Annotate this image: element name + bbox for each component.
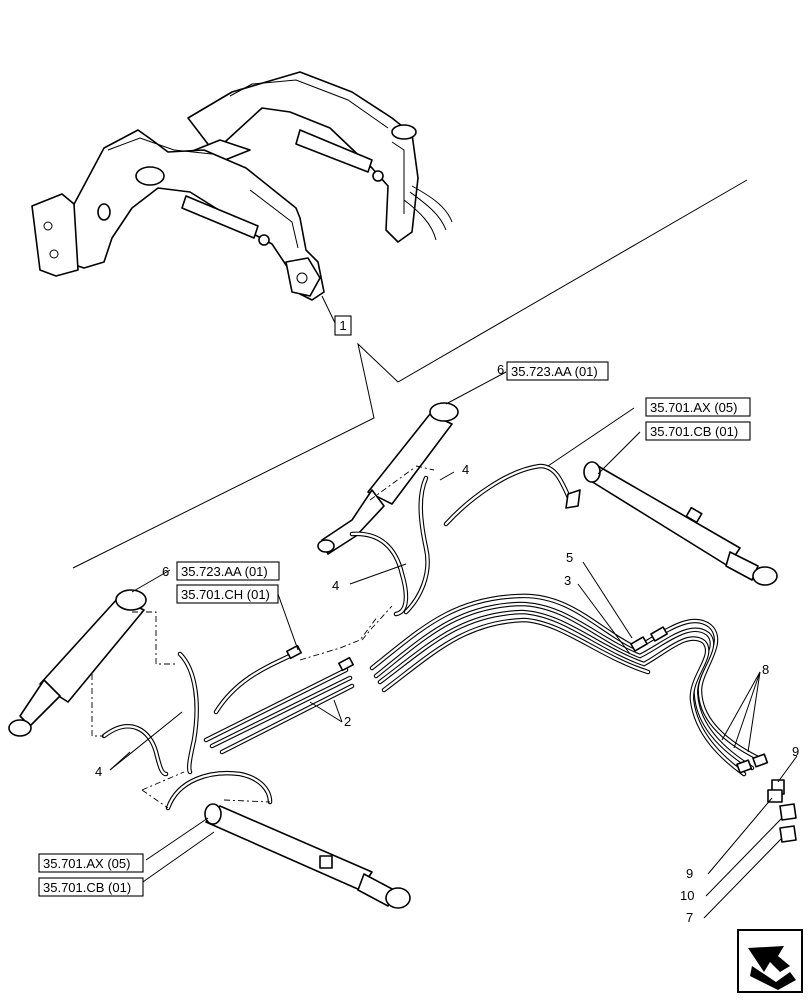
upper-hoses xyxy=(349,475,430,617)
loader-frame-illustration xyxy=(31,71,453,301)
reference-label-2: 35.701.AX (05) xyxy=(650,400,737,415)
callout-6-left: 6 xyxy=(162,564,169,579)
reference-label-3: 35.701.CB (01) xyxy=(650,424,738,439)
right-cylinder xyxy=(565,461,778,586)
zoom-separator xyxy=(72,179,748,569)
routing-lines xyxy=(91,465,435,809)
callout-9-bottom: 9 xyxy=(686,866,693,881)
bottom-cylinder xyxy=(165,770,411,909)
reference-label-5: 35.701.CH (01) xyxy=(181,587,270,602)
reference-label-1: 35.723.AA (01) xyxy=(511,364,598,379)
callout-2: 2 xyxy=(344,714,351,729)
parent-index-box: 1 xyxy=(321,295,352,336)
parent-index-label: 1 xyxy=(339,318,346,333)
reference-label-6: 35.701.AX (05) xyxy=(43,856,130,871)
leader-lines xyxy=(109,371,798,919)
upper-loader-cylinder xyxy=(317,402,459,555)
reference-label-4: 35.723.AA (01) xyxy=(181,564,268,579)
callout-4-upper-b: 4 xyxy=(332,578,339,593)
callout-7: 7 xyxy=(686,910,693,925)
callout-6-upper: 6 xyxy=(497,362,504,377)
callout-5: 5 xyxy=(566,550,573,565)
left-loader-cylinder xyxy=(8,589,147,737)
reference-box-1[interactable]: 35.723.AA (01) xyxy=(506,361,609,381)
callout-4-left: 4 xyxy=(95,764,102,779)
pipe-bundle xyxy=(369,593,769,777)
navigation-arrow-icon[interactable] xyxy=(737,929,803,993)
reference-box-3[interactable]: 35.701.CB (01) xyxy=(645,421,751,441)
reference-box-4[interactable]: 35.723.AA (01) xyxy=(176,561,280,581)
reference-label-7: 35.701.CB (01) xyxy=(43,880,131,895)
callout-numbers: 6 4 4 6 2 4 5 3 8 9 9 10 7 xyxy=(95,362,799,925)
reference-box-5[interactable]: 35.701.CH (01) xyxy=(176,584,279,604)
reference-box-2[interactable]: 35.701.AX (05) xyxy=(645,397,751,417)
left-hoses xyxy=(101,651,199,777)
callout-4-upper-a: 4 xyxy=(462,462,469,477)
reference-box-6[interactable]: 35.701.AX (05) xyxy=(38,853,144,873)
long-hose xyxy=(443,463,573,527)
fittings-group xyxy=(767,779,797,843)
parallel-hoses xyxy=(203,644,355,755)
callout-10: 10 xyxy=(680,888,694,903)
callout-9-top: 9 xyxy=(792,744,799,759)
callout-3: 3 xyxy=(564,573,571,588)
callout-8: 8 xyxy=(762,662,769,677)
reference-box-7[interactable]: 35.701.CB (01) xyxy=(38,877,144,897)
